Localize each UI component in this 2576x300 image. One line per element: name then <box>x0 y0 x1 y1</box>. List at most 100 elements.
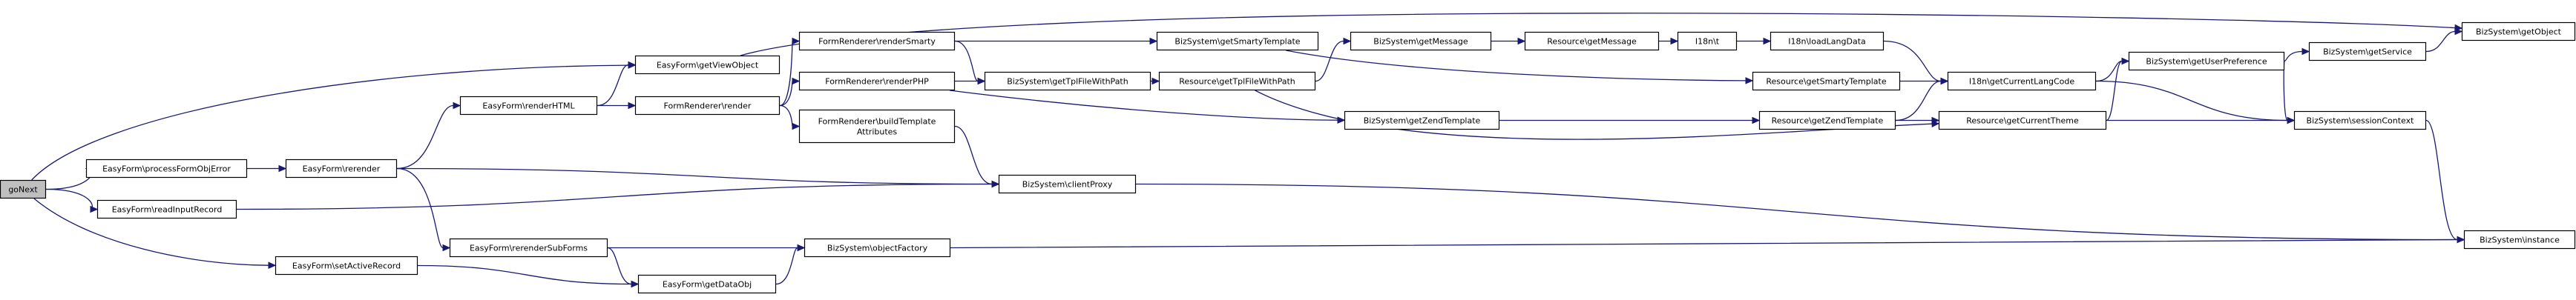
edge-objectFactory-to-instance <box>950 239 2458 249</box>
node-box-rerenderSubForms[interactable] <box>449 238 608 258</box>
node-label-buildTemplate: Attributes <box>857 127 898 137</box>
node-getCurrentTheme[interactable]: Resource\getCurrentTheme <box>1938 110 2107 130</box>
node-label-goNext: goNext <box>8 185 38 195</box>
node-clientProxy[interactable]: BizSystem\clientProxy <box>998 174 1137 194</box>
node-label-efRerender: EasyForm\rerender <box>303 164 381 174</box>
arrowhead-efRerender-to-renderHTML <box>453 101 461 110</box>
edge-efRerender-to-clientProxy <box>396 167 993 185</box>
node-getZendTemplate[interactable]: BizSystem\getZendTemplate <box>1344 110 1500 130</box>
node-box-clientProxy[interactable] <box>998 174 1137 194</box>
node-getTplFileWithPath[interactable]: BizSystem\getTplFileWithPath <box>984 71 1151 91</box>
node-getObject[interactable]: BizSystem\getObject <box>2461 21 2576 41</box>
node-label-renderPHP: FormRenderer\renderPHP <box>825 77 929 87</box>
node-getSmartyTemplate[interactable]: BizSystem\getSmartyTemplate <box>1156 31 1319 51</box>
node-box-buildTemplate[interactable] <box>798 109 956 144</box>
node-box-getSmartyTemplate[interactable] <box>1156 31 1319 51</box>
node-resGetZendTemplate[interactable]: Resource\getZendTemplate <box>1758 110 1896 130</box>
node-label-loadLangData: I18n\loadLangData <box>1788 37 1866 47</box>
node-getUserPreference[interactable]: BizSystem\getUserPreference <box>2128 51 2285 71</box>
edge-buildTemplate-to-clientProxy <box>954 125 993 185</box>
edge-getUserPreference-to-getService <box>2284 50 2303 62</box>
node-box-getViewObject[interactable] <box>634 55 781 75</box>
node-box-renderSmarty[interactable] <box>798 31 956 51</box>
node-resGetSmartyTemplate[interactable]: Resource\getSmartyTemplate <box>1752 71 1901 91</box>
node-efRerender[interactable]: EasyForm\rerender <box>285 159 398 179</box>
node-box-bsGetMessage[interactable] <box>1350 31 1492 51</box>
node-goNext[interactable]: goNext <box>0 179 47 199</box>
edge-loadLangData-to-getCurrentLangCode <box>1883 40 1942 82</box>
arrowhead-frRender-to-buildTemplate <box>792 122 801 130</box>
node-resGetTplFileWithPath[interactable]: Resource\getTplFileWithPath <box>1158 71 1316 91</box>
node-setActiveRecord[interactable]: EasyForm\setActiveRecord <box>275 256 418 276</box>
node-objectFactory[interactable]: BizSystem\objectFactory <box>804 238 951 258</box>
arrowhead-getUserPreference-to-getService <box>2301 47 2310 56</box>
node-box-resGetSmartyTemplate[interactable] <box>1752 71 1901 91</box>
node-getViewObject[interactable]: EasyForm\getViewObject <box>634 55 781 75</box>
arrowhead-getService-to-getObject <box>2454 27 2463 36</box>
node-renderHTML[interactable]: EasyForm\renderHTML <box>459 96 598 116</box>
node-box-setActiveRecord[interactable] <box>275 256 418 276</box>
node-instance[interactable]: BizSystem\instance <box>2463 230 2576 250</box>
node-frRender[interactable]: FormRenderer\render <box>634 96 781 116</box>
node-label-getViewObject: EasyForm\getViewObject <box>657 61 759 70</box>
node-box-getDataObj[interactable] <box>637 274 777 294</box>
node-box-sessionContext[interactable] <box>2293 110 2427 130</box>
node-sessionContext[interactable]: BizSystem\sessionContext <box>2293 110 2427 130</box>
node-box-instance[interactable] <box>2463 230 2576 250</box>
node-box-renderHTML[interactable] <box>459 96 598 116</box>
node-box-i18nT[interactable] <box>1677 31 1738 51</box>
node-i18nT[interactable]: I18n\t <box>1677 31 1738 51</box>
edge-frRender-to-buildTemplate <box>779 104 793 127</box>
node-bsGetMessage[interactable]: BizSystem\getMessage <box>1350 31 1492 51</box>
node-box-objectFactory[interactable] <box>804 238 951 258</box>
edge-renderHTML-to-getViewObject <box>597 64 629 107</box>
node-getDataObj[interactable]: EasyForm\getDataObj <box>637 274 777 294</box>
node-box-resGetMessage[interactable] <box>1524 31 1660 51</box>
node-box-resGetZendTemplate[interactable] <box>1758 110 1896 130</box>
node-resGetMessage[interactable]: Resource\getMessage <box>1524 31 1660 51</box>
node-box-getTplFileWithPath[interactable] <box>984 71 1151 91</box>
arrowhead-frRender-to-renderSmarty <box>792 37 801 45</box>
node-label-getCurrentLangCode: I18n\getCurrentLangCode <box>1969 77 2075 87</box>
node-box-getUserPreference[interactable] <box>2128 51 2285 71</box>
node-label-getZendTemplate: BizSystem\getZendTemplate <box>1364 116 1481 126</box>
node-label-resGetTplFileWithPath: Resource\getTplFileWithPath <box>1179 77 1295 87</box>
arrowhead-renderHTML-to-frRender <box>628 101 637 110</box>
arrowhead-goNext-to-setActiveRecord <box>268 261 277 269</box>
node-box-readInputRecord[interactable] <box>96 199 237 219</box>
node-box-frRender[interactable] <box>634 96 781 116</box>
edge-frRender-to-renderPHP <box>779 80 793 107</box>
node-readInputRecord[interactable]: EasyForm\readInputRecord <box>96 199 237 219</box>
node-getService[interactable]: BizSystem\getService <box>2308 41 2427 61</box>
arrowhead-bsGetMessage-to-resGetMessage <box>1517 37 1526 45</box>
node-renderSmarty[interactable]: FormRenderer\renderSmarty <box>798 31 956 51</box>
node-label-processFormObjError: EasyForm\processFormObjError <box>102 164 231 174</box>
node-renderPHP[interactable]: FormRenderer\renderPHP <box>798 71 956 91</box>
node-label-readInputRecord: EasyForm\readInputRecord <box>112 205 223 215</box>
node-box-renderPHP[interactable] <box>798 71 956 91</box>
node-rerenderSubForms[interactable]: EasyForm\rerenderSubForms <box>449 238 608 258</box>
node-box-goNext[interactable] <box>0 179 47 199</box>
node-box-processFormObjError[interactable] <box>85 159 248 179</box>
node-getCurrentLangCode[interactable]: I18n\getCurrentLangCode <box>1947 71 2097 91</box>
node-box-getObject[interactable] <box>2461 21 2576 41</box>
node-box-getService[interactable] <box>2308 41 2427 61</box>
edge-efRerender-to-renderHTML <box>396 104 454 170</box>
arrowhead-resGetZendTemplate-to-getCurrentLangCode <box>1940 77 1949 85</box>
node-box-getCurrentTheme[interactable] <box>1938 110 2107 130</box>
node-processFormObjError[interactable]: EasyForm\processFormObjError <box>85 159 248 179</box>
node-box-getCurrentLangCode[interactable] <box>1947 71 2097 91</box>
arrowhead-objectFactory-to-instance <box>2457 236 2465 244</box>
node-box-loadLangData[interactable] <box>1770 31 1885 51</box>
node-label-instance: BizSystem\instance <box>2480 236 2560 245</box>
edge-getService-to-getObject <box>2425 30 2456 53</box>
arrowhead-getZendTemplate-to-resGetZendTemplate <box>1752 116 1761 124</box>
node-loadLangData[interactable]: I18n\loadLangData <box>1770 31 1885 51</box>
node-box-getZendTemplate[interactable] <box>1344 110 1500 130</box>
node-box-resGetTplFileWithPath[interactable] <box>1158 71 1316 91</box>
node-box-efRerender[interactable] <box>285 159 398 179</box>
arrowhead-buildTemplate-to-clientProxy <box>991 180 1000 188</box>
arrowhead-resGetZendTemplate-to-getCurrentTheme <box>1931 116 1940 124</box>
